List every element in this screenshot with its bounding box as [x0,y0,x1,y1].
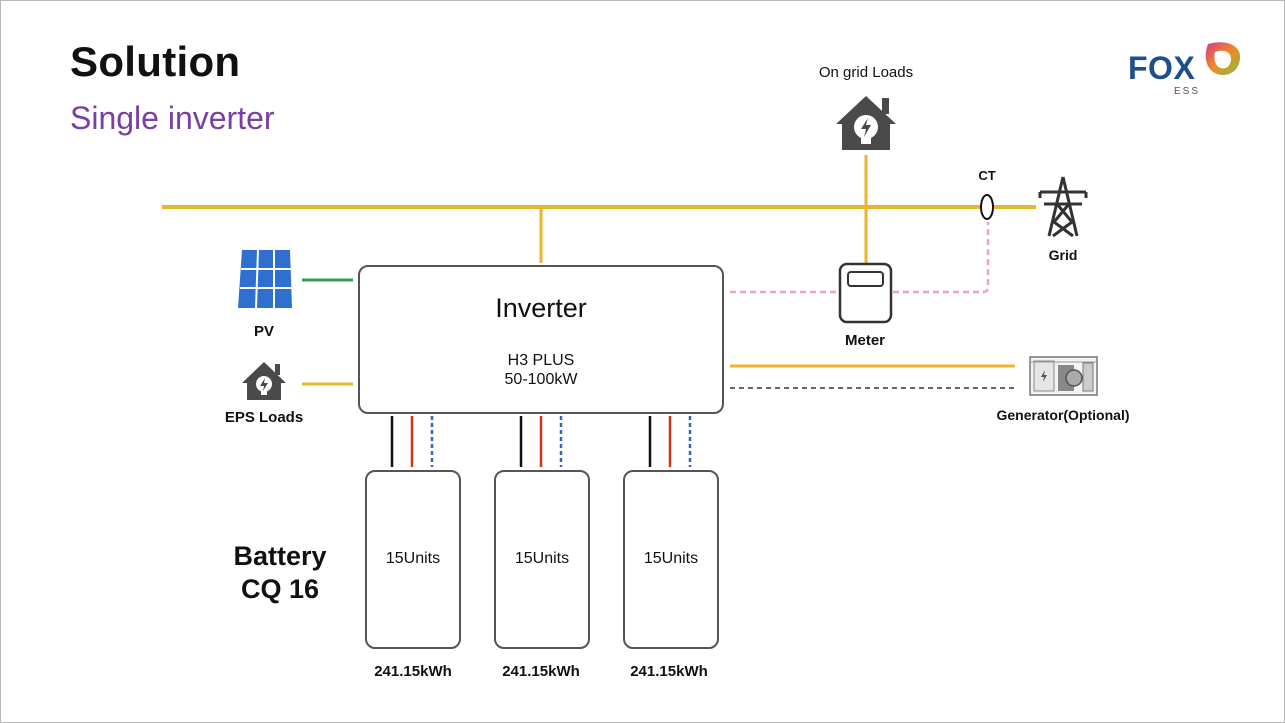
battery-module-2: 15Units [494,470,590,649]
battery-title-line1: Battery [233,541,327,571]
fox-ess-logo: FOX ESS [1128,38,1248,98]
ct-label: CT [978,168,996,183]
battery-3-cables [648,416,692,467]
battery-module-units: 15Units [514,550,570,567]
ct-comm-connection [730,222,990,294]
battery-title: Battery CQ 16 [220,540,340,606]
grid-label: Grid [1048,247,1078,263]
logo-text: FOX [1128,50,1196,86]
battery-module-units: 15Units [643,550,699,567]
ct-sensor-icon [980,194,994,220]
pv-label: PV [253,323,274,340]
inverter-box: Inverter H3 PLUS 50-100kW [358,265,724,414]
battery-capacity-1: 241.15kWh [374,663,452,680]
inverter-power-range: 50-100kW [504,371,578,388]
battery-module-3: 15Units [623,470,719,649]
logo-subtext: ESS [1174,86,1201,97]
inverter-model-name: H3 PLUS [507,352,575,369]
generator-icon [1029,356,1098,396]
battery-module-1: 15Units [365,470,461,649]
eps-house-icon [242,362,286,400]
battery-capacity-3: 241.15kWh [630,663,708,680]
grid-tower-icon [1038,176,1088,238]
slide-title: Solution [70,38,241,85]
logo-mark-icon [1205,42,1241,75]
battery-title-line2: CQ 16 [240,574,320,604]
slide-subtitle: Single inverter [70,100,275,136]
battery-module-units: 15Units [385,550,441,567]
battery-capacity-2: 241.15kWh [502,663,580,680]
meter-icon [838,262,893,324]
battery-2-cables [519,416,563,467]
meter-label: Meter [844,332,885,349]
eps-loads-label: EPS Loads [224,409,304,426]
generator-label: Generator(Optional) [996,407,1130,423]
solar-panel-icon [238,249,292,309]
on-grid-house-icon [836,96,896,150]
inverter-title: Inverter [495,293,587,323]
inverter-model: H3 PLUS 50-100kW [360,351,722,389]
battery-1-cables [390,416,434,467]
on-grid-loads-label: On grid Loads [818,64,914,81]
